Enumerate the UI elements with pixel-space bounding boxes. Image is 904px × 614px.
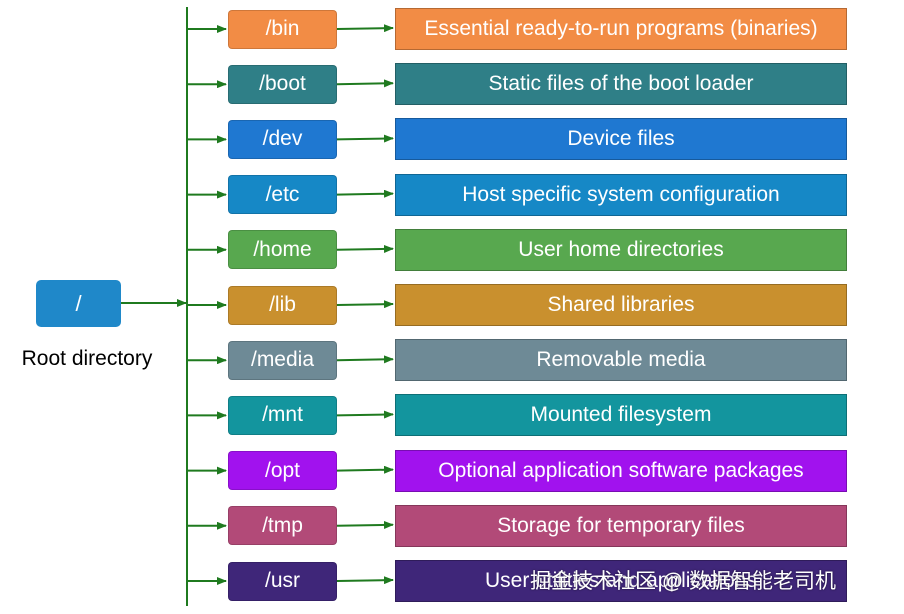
desc-box-boot: Static files of the boot loader bbox=[395, 63, 847, 106]
desc-arrow-opt bbox=[336, 465, 394, 474]
desc-arrow-dev bbox=[336, 134, 394, 143]
dir-label: /usr bbox=[264, 569, 300, 592]
dir-node-lib: /lib bbox=[228, 285, 337, 325]
root-label: / bbox=[75, 290, 82, 316]
desc-label: Device files bbox=[567, 127, 675, 151]
dir-label: /home bbox=[253, 237, 312, 261]
dir-node-media: /media bbox=[228, 340, 337, 380]
dir-label: /opt bbox=[264, 458, 301, 482]
desc-arrow-home bbox=[336, 244, 394, 253]
desc-arrow-mnt bbox=[336, 410, 394, 419]
dir-label: /bin bbox=[265, 17, 300, 40]
dir-node-etc: /etc bbox=[228, 175, 337, 215]
desc-arrow-media bbox=[336, 355, 394, 364]
dir-node-mnt: /mnt bbox=[228, 395, 337, 435]
desc-box-home: User home directories bbox=[395, 228, 847, 271]
desc-label: User home directories bbox=[518, 237, 724, 261]
dir-label: /boot bbox=[259, 72, 306, 96]
desc-label: Removable media bbox=[536, 348, 706, 372]
dir-label: /media bbox=[250, 348, 315, 372]
desc-box-usr: User utilities and applications bbox=[395, 560, 847, 602]
desc-box-media: Removable media bbox=[395, 339, 847, 382]
desc-label: Essential ready-to-run programs (binarie… bbox=[424, 17, 818, 40]
dir-label: /mnt bbox=[262, 403, 303, 427]
desc-label: Mounted filesystem bbox=[530, 403, 712, 427]
root-caption: Root directory bbox=[21, 347, 153, 370]
desc-label: Storage for temporary files bbox=[497, 513, 745, 537]
dir-node-tmp: /tmp bbox=[228, 506, 337, 546]
desc-label: Static files of the boot loader bbox=[488, 72, 754, 96]
desc-arrow-usr bbox=[336, 576, 394, 585]
dir-label: /dev bbox=[262, 127, 303, 151]
desc-arrow-lib bbox=[336, 300, 394, 309]
dir-node-usr: /usr bbox=[228, 561, 337, 601]
desc-label: Host specific system configuration bbox=[462, 182, 780, 206]
root-directory-node: / bbox=[36, 280, 121, 327]
desc-arrow-etc bbox=[336, 189, 394, 198]
desc-label: Shared libraries bbox=[547, 293, 695, 316]
desc-box-dev: Device files bbox=[395, 118, 847, 161]
desc-box-lib: Shared libraries bbox=[395, 284, 847, 326]
desc-label: Optional application software packages bbox=[438, 458, 804, 482]
desc-arrow-bin bbox=[336, 24, 394, 33]
desc-box-bin: Essential ready-to-run programs (binarie… bbox=[395, 8, 847, 50]
dir-node-home: /home bbox=[228, 230, 337, 270]
desc-box-mnt: Mounted filesystem bbox=[395, 394, 847, 437]
desc-arrow-boot bbox=[336, 79, 394, 88]
dir-node-bin: /bin bbox=[228, 9, 337, 49]
desc-box-opt: Optional application software packages bbox=[395, 449, 847, 492]
dir-label: /etc bbox=[265, 182, 300, 206]
dir-label: /tmp bbox=[262, 513, 303, 537]
dir-node-dev: /dev bbox=[228, 119, 337, 159]
dir-node-opt: /opt bbox=[228, 451, 337, 491]
desc-box-tmp: Storage for temporary files bbox=[395, 504, 847, 547]
desc-label: User utilities and applications bbox=[485, 569, 757, 592]
watermark: 掘金技术社区 @ 数据智能老司机 bbox=[530, 570, 836, 593]
dir-node-boot: /boot bbox=[228, 64, 337, 104]
desc-box-etc: Host specific system configuration bbox=[395, 173, 847, 216]
dir-label: /lib bbox=[269, 293, 296, 316]
desc-arrow-tmp bbox=[336, 520, 394, 529]
